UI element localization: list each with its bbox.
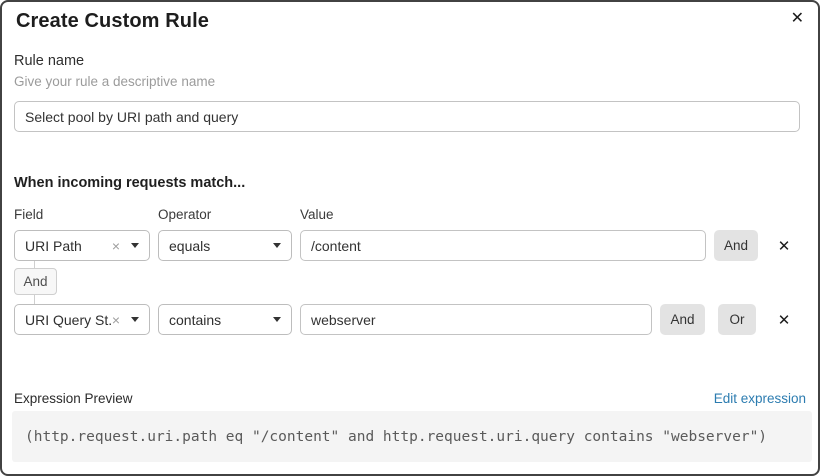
expression-preview-label: Expression Preview [14, 391, 133, 406]
rule-name-input[interactable] [14, 101, 800, 132]
add-and-condition-button-row2[interactable]: And [660, 304, 705, 335]
operator-select-row2[interactable]: contains [158, 304, 292, 335]
expression-code: (http.request.uri.path eq "/content" and… [25, 428, 768, 445]
expression-preview-box: (http.request.uri.path eq "/content" and… [12, 411, 812, 462]
caret-down-icon [131, 317, 139, 322]
field-select-row1-value: URI Path [25, 237, 82, 254]
and-connector-badge: And [14, 268, 57, 295]
caret-down-icon [131, 243, 139, 248]
connector-line-top [34, 261, 35, 268]
value-input-row1[interactable] [300, 230, 706, 261]
clear-icon[interactable]: × [111, 311, 120, 328]
operator-column-label: Operator [158, 207, 212, 222]
caret-down-icon [273, 243, 281, 248]
clear-icon[interactable]: × [111, 237, 120, 254]
rule-name-label: Rule name [14, 53, 85, 69]
operator-select-row2-value: contains [169, 311, 222, 328]
field-select-row2-value: URI Query St... [25, 311, 112, 328]
match-section-heading: When incoming requests match... [14, 175, 246, 191]
delete-row2-icon[interactable]: ✕ [773, 304, 795, 335]
value-column-label: Value [300, 207, 334, 222]
field-select-row2[interactable]: URI Query St... × [14, 304, 150, 335]
close-icon[interactable]: ✕ [790, 8, 804, 27]
value-input-row2[interactable] [300, 304, 652, 335]
operator-select-row1[interactable]: equals [158, 230, 292, 261]
rule-name-helper-text: Give your rule a descriptive name [14, 74, 216, 89]
add-or-condition-button-row2[interactable]: Or [718, 304, 756, 335]
page-title: Create Custom Rule [16, 10, 209, 32]
field-column-label: Field [14, 207, 44, 222]
connector-line-bottom [34, 295, 35, 304]
caret-down-icon [273, 317, 281, 322]
operator-select-row1-value: equals [169, 237, 211, 254]
delete-row1-icon[interactable]: ✕ [773, 230, 795, 261]
add-and-condition-button-row1[interactable]: And [714, 230, 758, 261]
field-select-row1[interactable]: URI Path × [14, 230, 150, 261]
edit-expression-link[interactable]: Edit expression [713, 391, 806, 406]
